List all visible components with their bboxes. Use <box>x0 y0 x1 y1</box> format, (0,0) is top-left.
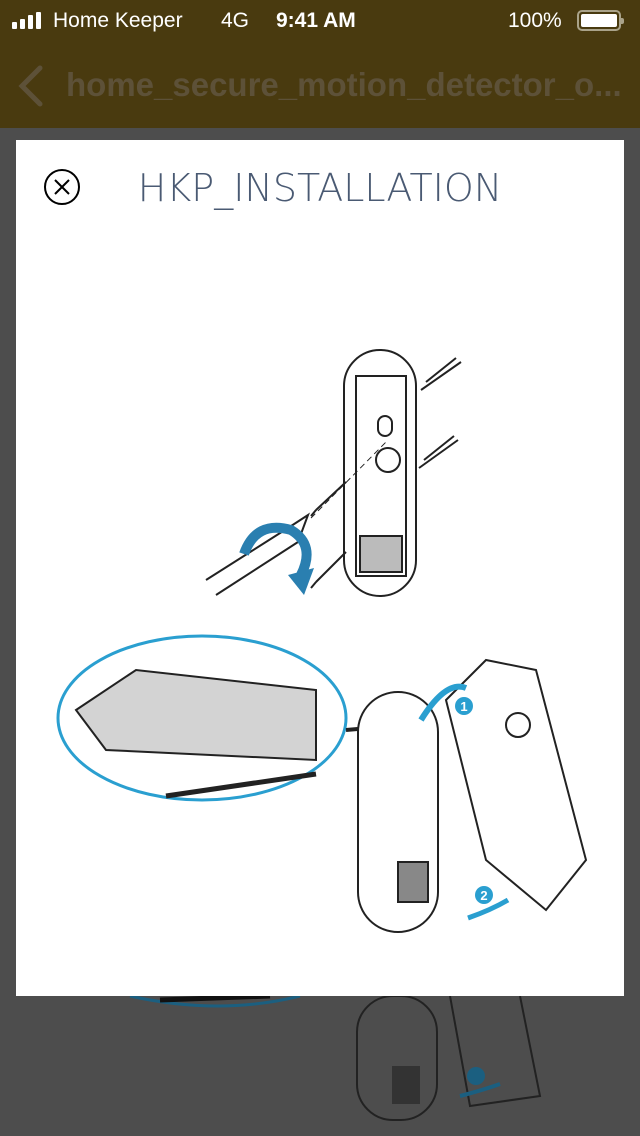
nav-bar: home_secure_motion_detector_o... <box>0 40 640 128</box>
battery-icon <box>577 10 624 31</box>
step-1-badge: 1 <box>460 699 467 714</box>
carrier: Home Keeper <box>53 9 183 32</box>
top-bar: Home Keeper 4G 9:41 AM 100% home_secure_… <box>0 0 640 128</box>
back-chevron-icon[interactable] <box>14 64 50 108</box>
battery-percent: 100% <box>508 9 562 32</box>
status-bar: Home Keeper 4G 9:41 AM 100% <box>0 0 640 40</box>
network-type: 4G <box>221 9 250 32</box>
installation-illustration: 1 2 <box>56 349 588 933</box>
close-icon[interactable] <box>43 168 81 206</box>
signal-icon <box>12 12 41 29</box>
step-2-badge: 2 <box>480 888 487 903</box>
installation-modal: HKP_INSTALLATION <box>16 140 624 996</box>
background-illustration <box>129 996 542 1121</box>
modal-title: HKP_INSTALLATION <box>137 166 503 210</box>
nav-title: home_secure_motion_detector_o... <box>66 66 622 103</box>
clock: 9:41 AM <box>276 9 356 32</box>
